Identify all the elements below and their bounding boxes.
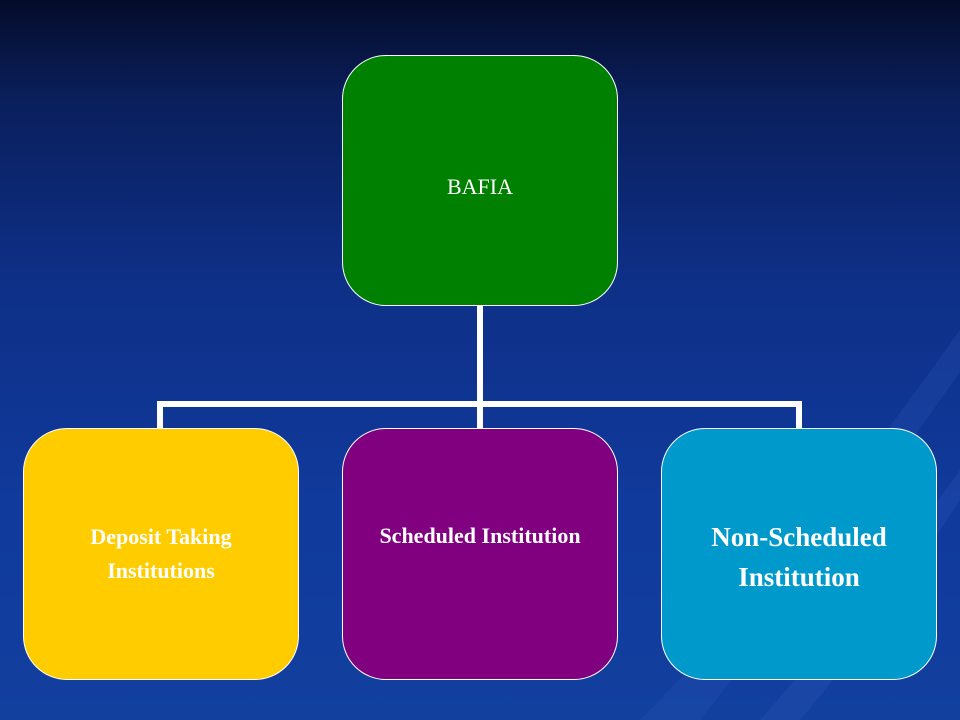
node-deposit-taking-institutions-label: Deposit Taking Institutions — [90, 524, 232, 583]
node-deposit-taking-institutions[interactable]: Deposit Taking Institutions — [23, 428, 299, 680]
node-non-scheduled-institution-label: Non-Scheduled Institution — [711, 522, 887, 592]
node-scheduled-institution-label: Scheduled Institution — [379, 523, 581, 548]
node-non-scheduled-institution[interactable]: Non-Scheduled Institution — [661, 428, 937, 680]
node-scheduled-institution[interactable]: Scheduled Institution — [342, 428, 618, 680]
connector-lines — [157, 303, 802, 431]
node-root-bafia[interactable]: BAFIA — [342, 55, 618, 306]
node-root-label: BAFIA — [446, 174, 513, 199]
